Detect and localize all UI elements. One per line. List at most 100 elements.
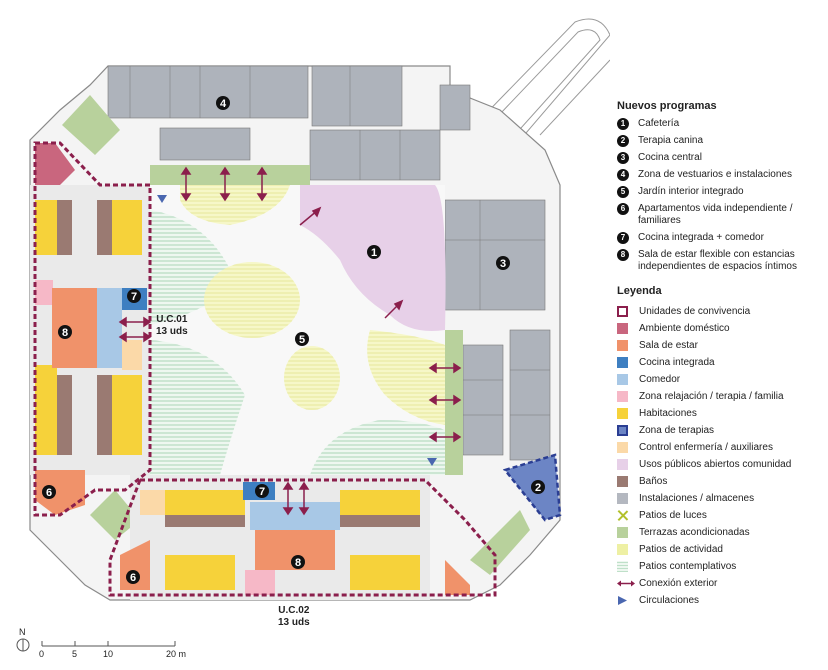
svg-text:6: 6 [130, 572, 136, 584]
program-number: 5 [617, 186, 629, 198]
legend-item: Patios de actividad [617, 541, 825, 558]
exterior-connection-arrows [118, 166, 462, 516]
legend-label: Patios de luces [639, 510, 707, 521]
terrace-top-left [62, 95, 120, 155]
marker-7b: 7 [255, 484, 269, 498]
program-number: 2 [617, 135, 629, 147]
legend-item: Habitaciones [617, 405, 825, 422]
legend-panel: Nuevos programas 1 Cafetería 2 Terapia cani… [617, 100, 825, 609]
legend-swatch [617, 527, 628, 538]
legend-label: Ambiente doméstico [639, 323, 730, 334]
legend-swatch [617, 340, 628, 351]
svg-text:7: 7 [259, 486, 265, 498]
legend-label: Zona de terapias [639, 425, 715, 436]
svg-text:3: 3 [500, 258, 506, 270]
uc02-boundary [108, 478, 497, 597]
marker-5: 5 [295, 332, 309, 346]
contemplative-patio-left-bottom [150, 340, 245, 475]
program-number: 8 [617, 249, 629, 261]
scale-tick-5: 5 [72, 649, 78, 659]
legend-item: Circulaciones [617, 592, 825, 609]
program-label: Terapia canina [638, 135, 704, 146]
svg-text:4: 4 [220, 98, 227, 110]
svg-text:8: 8 [62, 327, 68, 339]
program-label: Zona de vestuarios e instalaciones [638, 169, 792, 180]
marker-7a: 7 [127, 289, 141, 303]
activity-patio-right [367, 330, 445, 425]
access-ramp [469, 18, 610, 141]
program-label: Cocina integrada + comedor [638, 232, 764, 243]
scale-bar [41, 641, 176, 647]
uc01-label: U.C.01 13 uds [156, 314, 188, 337]
activity-patio-center [284, 346, 340, 410]
legend-item: Terrazas acondicionadas [617, 524, 825, 541]
legend-item: Instalaciones / almacenes [617, 490, 825, 507]
north-label: N [19, 627, 26, 637]
legend-swatch [617, 580, 635, 587]
circulation-marker-1 [157, 195, 167, 203]
program-label: Apartamentos vida independiente / famili… [638, 203, 793, 226]
legend-item: Cocina integrada [617, 354, 825, 371]
program-label: Sala de estar flexible con estancias ind… [638, 249, 797, 272]
legend-swatch [617, 510, 628, 521]
svg-text:8: 8 [295, 557, 301, 569]
contemplative-patio-bottom [310, 420, 445, 475]
program-item: 5 Jardín interior integrado [617, 186, 825, 198]
programs-title: Nuevos programas [617, 100, 717, 112]
legend-swatch [617, 476, 628, 487]
circulation-marker-2 [427, 458, 437, 466]
marker-1: 1 [367, 245, 381, 259]
scale-tick-20: 20 m [166, 649, 187, 659]
program-item: 2 Terapia canina [617, 135, 825, 147]
program-item: 6 Apartamentos vida independiente / famil… [617, 203, 825, 227]
terrace-bottom-right [470, 510, 530, 575]
legend-item: Patios de luces [617, 507, 825, 524]
program-number: 7 [617, 232, 629, 244]
legend-swatch [617, 408, 628, 419]
legend-swatch [617, 544, 628, 555]
program-item: 7 Cocina integrada + comedor [617, 232, 825, 244]
legend-label: Cocina integrada [639, 357, 715, 368]
legend-swatch [617, 459, 628, 470]
north-arrow [16, 638, 30, 652]
legend-item: Usos públicos abiertos comunidad [617, 456, 825, 473]
left-wing-uc01 [30, 143, 150, 515]
program-number: 6 [617, 203, 629, 215]
legend-item: Conexión exterior [617, 575, 825, 592]
legend-item: Ambiente doméstico [617, 320, 825, 337]
legend-label: Conexión exterior [639, 578, 718, 589]
marker-6a: 6 [42, 485, 56, 499]
marker-3: 3 [496, 256, 510, 270]
legend-item: Patios contemplativos [617, 558, 825, 575]
uc02-label: U.C.02 13 uds [278, 605, 310, 628]
svg-text:5: 5 [299, 334, 305, 346]
terrace-bottom-left [90, 490, 140, 540]
uc01-boundary [33, 141, 152, 517]
bottom-wing-uc02 [120, 475, 470, 600]
program-item: 1 Cafetería [617, 118, 825, 130]
program-label: Cafetería [638, 118, 680, 129]
program-number: 3 [617, 152, 629, 164]
legend-item: Comedor [617, 371, 825, 388]
top-service-block [107, 65, 471, 181]
legend-swatch [617, 561, 628, 572]
scale-tick-0: 0 [39, 649, 45, 659]
legend-swatch [618, 596, 627, 605]
marker-8a: 8 [58, 325, 72, 339]
legend-label: Unidades de convivencia [639, 306, 751, 317]
legend-label: Circulaciones [639, 595, 700, 606]
legend-swatch [617, 442, 628, 453]
legend-label: Patios contemplativos [639, 561, 737, 572]
program-number: 1 [617, 118, 629, 130]
legend-swatch [617, 493, 628, 504]
scale-tick-10: 10 [103, 649, 114, 659]
marker-4: 4 [216, 96, 230, 110]
legend-label: Habitaciones [639, 408, 697, 419]
svg-text:1: 1 [371, 247, 377, 259]
program-label: Jardín interior integrado [638, 186, 744, 197]
legend-item: Baños [617, 473, 825, 490]
legend-swatch [617, 323, 628, 334]
